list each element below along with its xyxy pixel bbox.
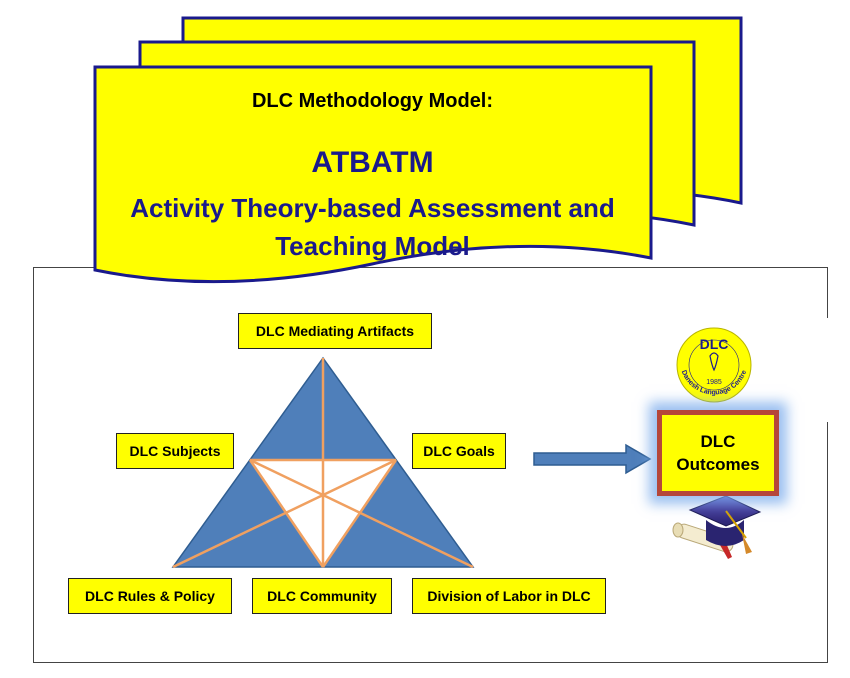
banner-full-title: Activity Theory-based Assessment and Tea… — [130, 193, 615, 261]
label-division-of-labor: Division of Labor in DLC — [412, 578, 606, 614]
label-mediating-artifacts: DLC Mediating Artifacts — [238, 313, 432, 349]
activity-triangle — [171, 356, 475, 569]
label-rules-policy: DLC Rules & Policy — [68, 578, 232, 614]
outcome-arrow — [533, 443, 652, 475]
banner-stack — [93, 16, 743, 284]
label-subjects: DLC Subjects — [116, 433, 234, 469]
svg-text:DLC: DLC — [700, 336, 729, 352]
dlc-logo-icon: DLC 1985 Danesh Language Centre — [676, 327, 752, 403]
triangle-lines — [172, 358, 474, 569]
outcomes-line1: DLC — [700, 432, 736, 451]
banner-acronym: ATBATM — [311, 146, 434, 179]
outcomes-box: DLC Outcomes — [657, 410, 779, 496]
diagram-frame — [33, 267, 828, 663]
label-community: DLC Community — [252, 578, 392, 614]
graduation-cap-icon — [688, 495, 762, 554]
svg-text:1985: 1985 — [706, 379, 722, 386]
outcomes-line2: Outcomes — [676, 455, 760, 474]
banner-subtitle: DLC Methodology Model: — [251, 90, 494, 112]
label-goals: DLC Goals — [412, 433, 506, 469]
banner-page-front — [93, 65, 653, 284]
frame-gap — [824, 318, 832, 422]
